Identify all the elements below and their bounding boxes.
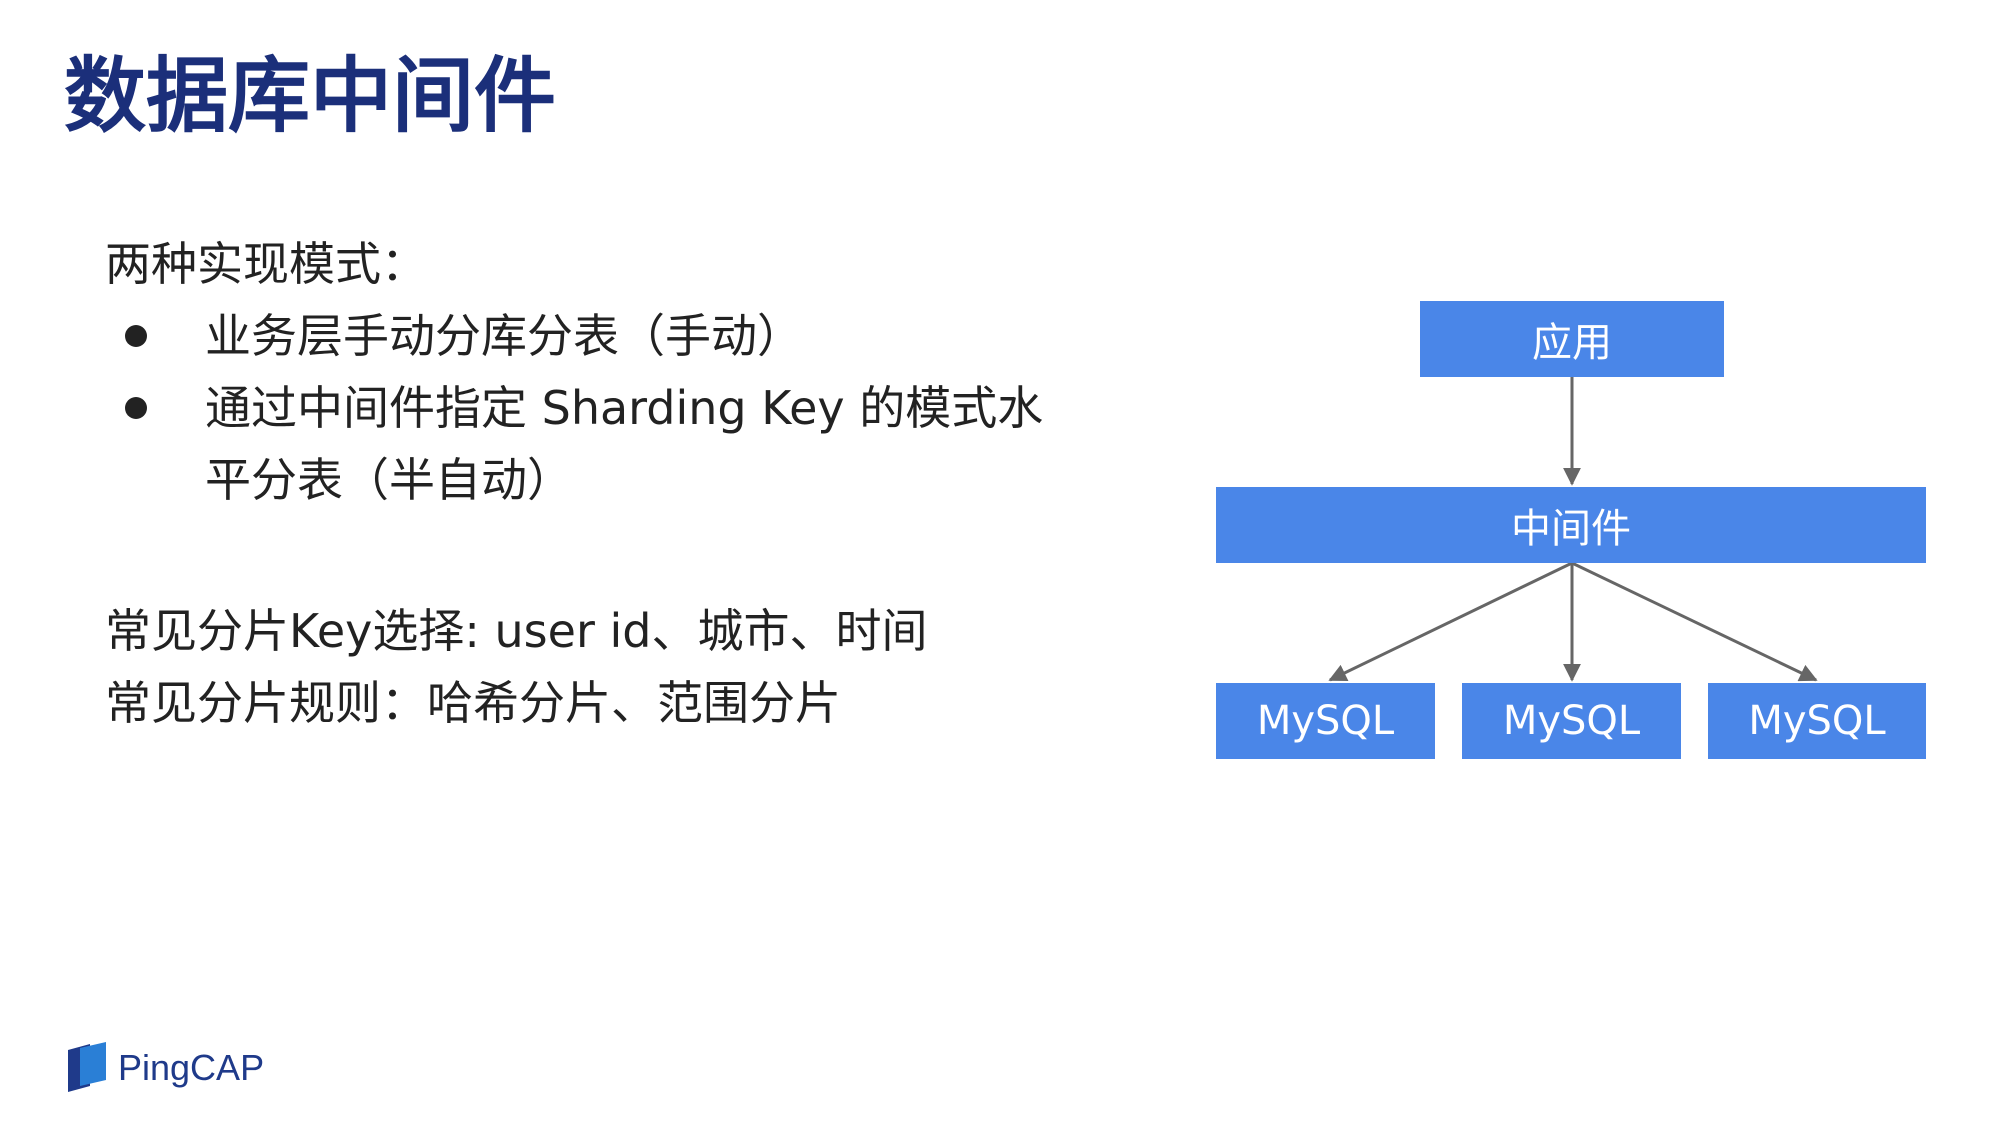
mysql-box: MySQL	[1462, 683, 1681, 759]
page-title: 数据库中间件	[64, 49, 557, 144]
mysql-box: MySQL	[1216, 683, 1435, 759]
bullet-text: 通过中间件指定 Sharding Key 的模式水平分表（半自动）	[205, 381, 1044, 507]
shard-rules: 常见分片规则：哈希分片、范围分片	[105, 676, 841, 730]
arrow-middleware-to-db1	[1328, 561, 1573, 682]
mysql-box: MySQL	[1708, 683, 1926, 759]
list-item: 业务层手动分库分表（手动）	[105, 300, 1085, 372]
app-box: 应用	[1420, 301, 1724, 377]
bullet-icon	[125, 397, 147, 419]
pingcap-logo: PingCAP	[66, 1042, 264, 1094]
list-item: 通过中间件指定 Sharding Key 的模式水平分表（半自动）	[105, 372, 1085, 516]
logo-text: PingCAP	[118, 1047, 265, 1088]
shard-key-choices: 常见分片Key选择: user id、城市、时间	[105, 604, 928, 658]
middleware-box: 中间件	[1216, 487, 1926, 563]
bullet-text: 业务层手动分库分表（手动）	[205, 309, 803, 363]
bullet-icon	[125, 325, 147, 347]
modes-intro: 两种实现模式：	[105, 237, 427, 291]
modes-list: 业务层手动分库分表（手动） 通过中间件指定 Sharding Key 的模式水平…	[105, 300, 1085, 516]
arrow-middleware-to-db3	[1571, 561, 1818, 682]
pingcap-logo-icon	[68, 1042, 106, 1092]
